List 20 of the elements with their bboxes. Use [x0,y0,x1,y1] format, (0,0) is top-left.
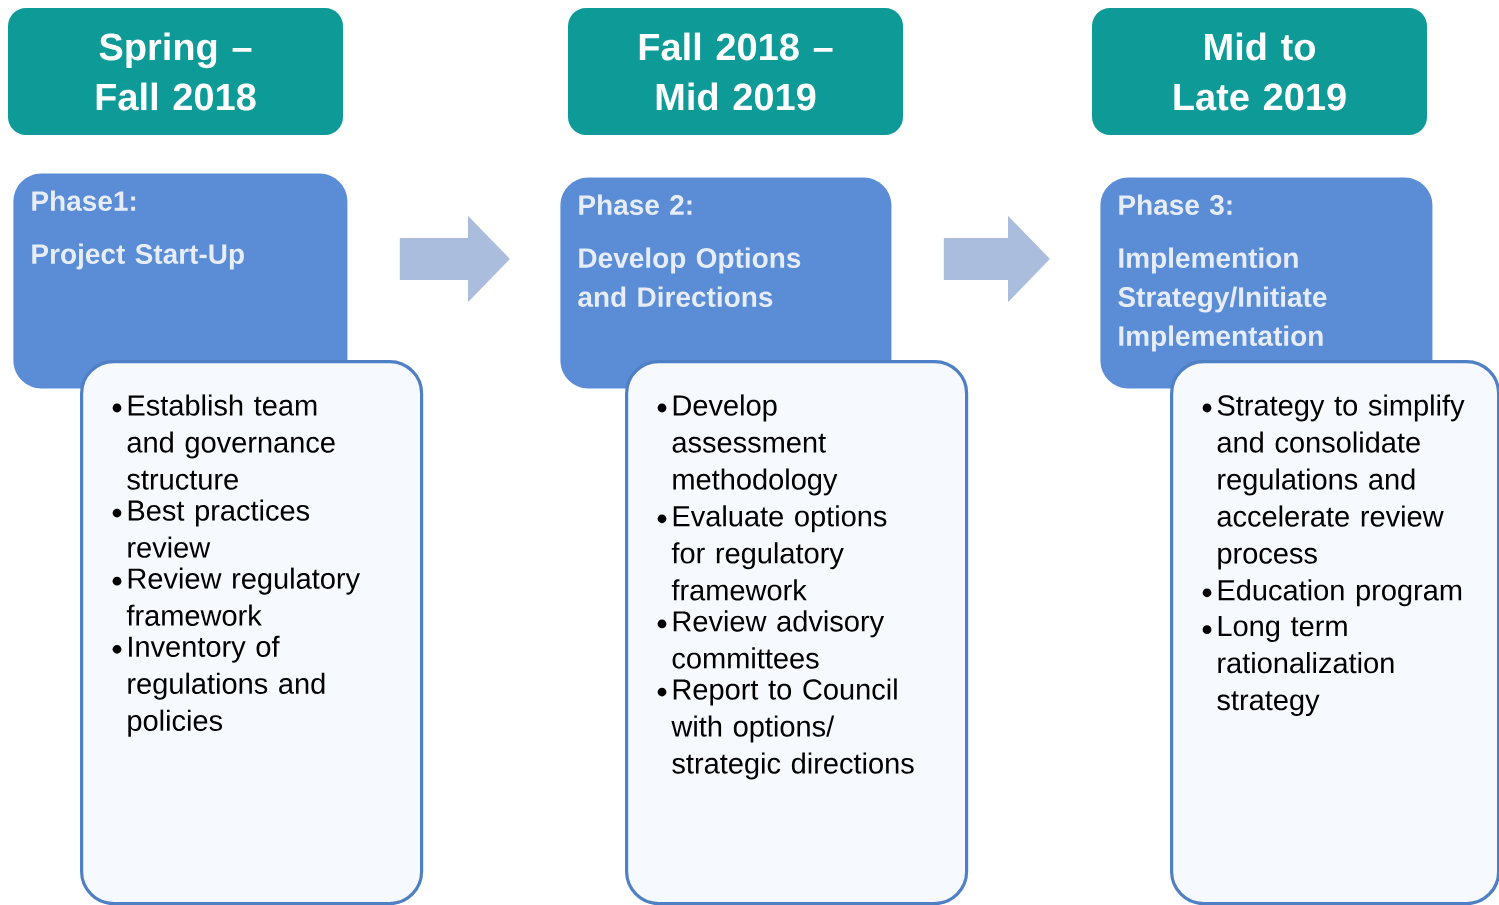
phase-label: Phase 3: [1119,194,1232,215]
phase-label: Phase 2: [579,194,692,215]
bullet-item: Establish team and governance structure [127,394,335,490]
date-box: Mid to Late 2019 [1092,8,1427,135]
phase-title: Develop Options and Directions [578,247,801,307]
phase-title: Implemention Strategy/Initiate Implementation [1118,247,1327,352]
bullet-item: Long term rationalization strategy [1217,616,1394,717]
bullet-item: Education program [1218,579,1462,607]
date-box: Spring – Fall 2018 [8,8,343,135]
phase-title: Project Start-Up [32,243,244,270]
bullet-item: Report to Council with options/ strategic directions [671,678,914,780]
bullet-item: Evaluate options for regulatory framework [671,505,887,601]
bullet-item: Review regulatory framework [126,567,360,626]
bullet-item: Inventory of regulations and policies [128,635,325,737]
bullet-item: Review advisory committees [672,610,885,669]
bullet-item: Best practices review [128,499,310,558]
bullet-item: Develop assessment methodology [672,394,838,496]
phase-label: Phase1: [32,190,136,211]
date-box: Fall 2018 – Mid 2019 [568,8,903,135]
bullet-item: Strategy to simplify and consolidate regulations and accelerate review process [1217,394,1465,570]
